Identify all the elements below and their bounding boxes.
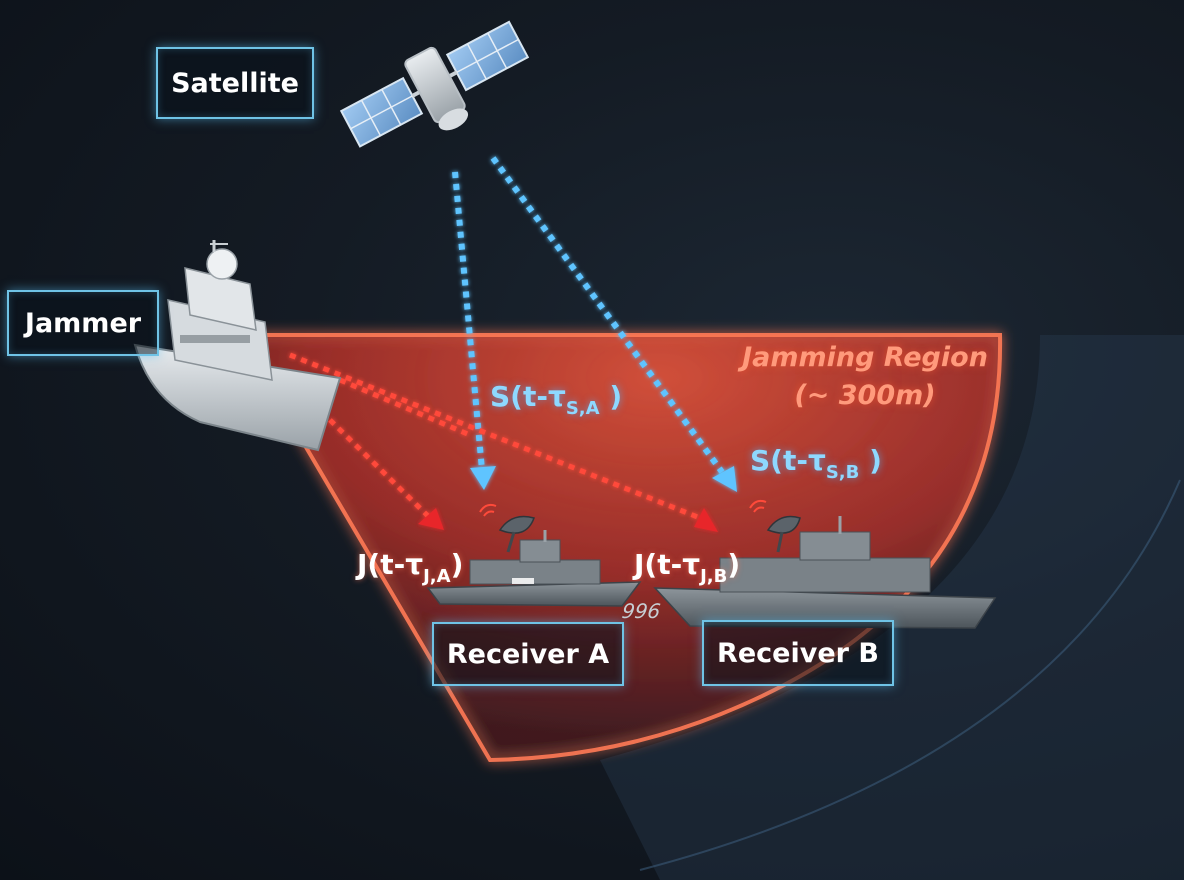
satellite-signal-b-label: S(t-τS,B ): [750, 444, 882, 483]
satellite-signal-a-label: S(t-τS,A ): [490, 380, 622, 419]
receiver-a-label: Receiver A: [432, 622, 624, 686]
signal-subscript: S,B: [825, 462, 860, 483]
signal-suffix: ): [859, 444, 882, 477]
satellite-signal-b: [490, 156, 737, 492]
signal-suffix: ): [727, 548, 741, 581]
jammer-signal-b-label: J(t-τJ,B): [634, 548, 740, 587]
signal-tau: τ: [547, 380, 566, 413]
signal-subscript: J,A: [423, 566, 451, 587]
signal-prefix: J(t-: [357, 548, 406, 581]
satellite-label: Satellite: [156, 47, 314, 119]
jamming-region-range: (~ 300m): [794, 380, 936, 411]
jammer-signal-a-label: J(t-τJ,A): [357, 548, 463, 587]
signal-prefix: S(t-: [490, 380, 548, 413]
jamming-region-title: Jamming Region: [742, 342, 988, 373]
signal-suffix: ): [599, 380, 623, 413]
signal-prefix: S(t-: [750, 444, 808, 477]
receiver-b-antenna-icon: [749, 499, 801, 553]
satellite-icon: [339, 20, 530, 148]
signal-prefix: J(t-: [634, 548, 683, 581]
receiver-b-ship-icon: 996: [620, 516, 997, 629]
receiver-a-antenna-icon: [479, 503, 535, 553]
jammer-label: Jammer: [7, 290, 159, 356]
signal-tau: τ: [807, 444, 826, 477]
receiver-a-ship-icon: [426, 530, 642, 607]
hull-number: 996: [620, 599, 661, 623]
jammer-ship-icon: [133, 240, 342, 452]
jammer-signal-a: [328, 418, 444, 530]
satellite-signal-a: [452, 171, 496, 490]
signal-tau: τ: [405, 548, 424, 581]
signal-suffix: ): [450, 548, 464, 581]
signal-tau: τ: [682, 548, 701, 581]
receiver-b-label: Receiver B: [702, 620, 894, 686]
outer-coverage-arc: [639, 479, 1181, 871]
outer-coverage-band: [600, 335, 1184, 880]
signal-subscript: S,A: [565, 398, 600, 419]
jammer-signal-b: [289, 352, 718, 532]
signal-subscript: J,B: [700, 566, 728, 587]
